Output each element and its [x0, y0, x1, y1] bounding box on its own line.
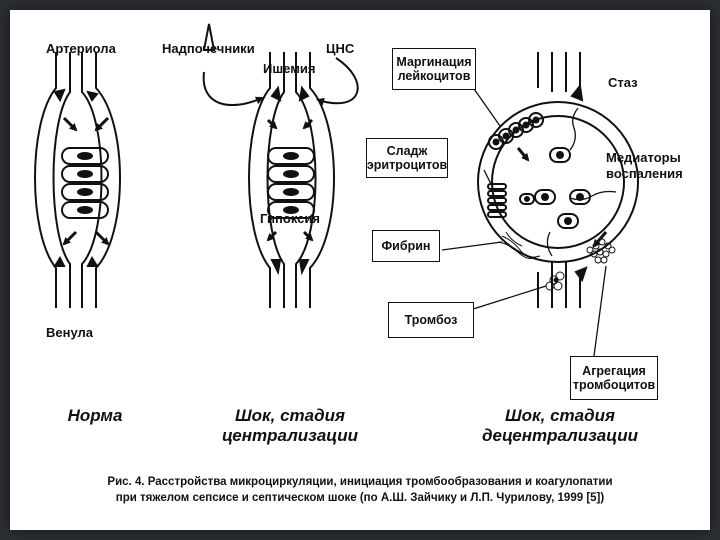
venule-label: Венула [46, 325, 94, 340]
caption-decentralization: Шок, стадия децентрализации [481, 406, 639, 445]
stasis-label: Стаз [608, 75, 638, 90]
figure-caption-line1: Рис. 4. Расстройства микроциркуляции, ин… [107, 476, 613, 488]
centralization-arrows [202, 23, 359, 242]
callout-lines [441, 85, 607, 357]
adrenal-label: Надпочечники [162, 41, 255, 56]
diagram-figure [34, 23, 639, 357]
cns-label: ЦНС [326, 41, 355, 56]
inner-cells [519, 147, 591, 229]
thrombus [545, 271, 565, 291]
arteriole-label: Артериола [46, 41, 116, 56]
margination-box: Маргинация лейкоцитов [392, 48, 476, 90]
normal-capillary-loop [34, 52, 121, 308]
platelet-aggregate [586, 238, 616, 264]
slide: Артериола Венула Надпочечники ЦНС Ишемия… [10, 10, 710, 530]
marginating-leukocytes [488, 112, 544, 162]
ischemia-label: Ишемия [263, 61, 316, 76]
mediators-label: Медиаторы воспаления [606, 150, 683, 181]
centralization-capillary-loop [248, 52, 335, 308]
normal-flow-arrows [62, 116, 110, 246]
caption-centralization: Шок, стадия централизации [221, 406, 359, 445]
fibrin-strands [497, 231, 541, 260]
aggregation-box: Агрегация тромбоцитов [570, 356, 658, 400]
inflammation-mediators [546, 107, 617, 257]
figure-caption-line2: при тяжелом сепсисе и септическом шоке (… [115, 492, 605, 504]
normal-cells [61, 147, 109, 219]
caption-norm: Норма [67, 406, 123, 425]
fibrin-box: Фибрин [372, 230, 440, 262]
hypoxia-label: Гипоксия [260, 211, 320, 226]
decentralization-capillary-loop [477, 52, 639, 308]
erythrocyte-sludge [487, 183, 507, 218]
centralization-cells [267, 147, 315, 219]
thrombosis-box: Тромбоз [388, 302, 474, 338]
sludge-box: Сладж эритроцитов [366, 138, 448, 178]
